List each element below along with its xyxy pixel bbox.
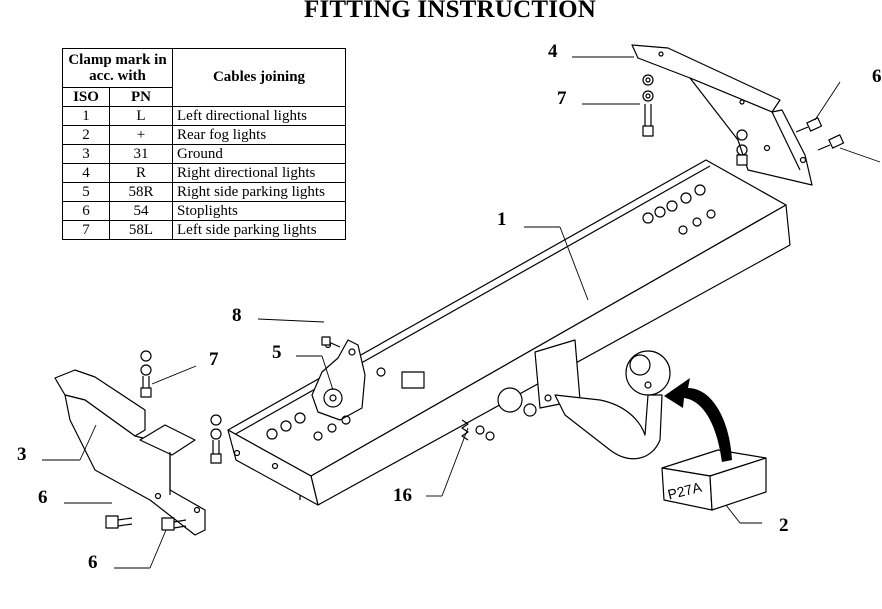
left-bracket bbox=[54, 369, 279, 536]
cable-table: Clamp mark in acc. with Cables joining I… bbox=[62, 48, 346, 240]
callout-7b: 7 bbox=[209, 349, 219, 370]
iso-cell: 7 bbox=[62, 220, 110, 240]
fasteners bbox=[105, 74, 845, 531]
callout-2: 2 bbox=[779, 515, 789, 536]
callout-3: 3 bbox=[17, 444, 27, 465]
leader-lines bbox=[42, 56, 881, 569]
header-pn: PN bbox=[109, 87, 173, 107]
desc-cell: Right directional lights bbox=[172, 163, 346, 183]
cross-beam bbox=[227, 159, 791, 506]
desc-cell: Left side parking lights bbox=[172, 220, 346, 240]
pn-cell: 58R bbox=[109, 182, 173, 202]
callout-6b: 6 bbox=[88, 552, 98, 573]
callout-5: 5 bbox=[272, 342, 282, 363]
socket-plate bbox=[311, 338, 425, 421]
page-title: FITTING INSTRUCTION bbox=[303, 0, 597, 23]
header-clamp: Clamp mark in acc. with bbox=[62, 48, 173, 88]
callout-7a: 7 bbox=[557, 88, 567, 109]
callout-1: 1 bbox=[497, 209, 507, 230]
desc-cell: Rear fog lights bbox=[172, 125, 346, 145]
callout-16: 16 bbox=[393, 485, 412, 506]
desc-cell: Right side parking lights bbox=[172, 182, 346, 202]
callout-6a: 6 bbox=[38, 487, 48, 508]
package-box bbox=[661, 449, 767, 511]
callout-6c: 6 bbox=[872, 66, 882, 87]
arrow-icon bbox=[664, 378, 732, 462]
pn-cell: 58L bbox=[109, 220, 173, 240]
callout-4: 4 bbox=[548, 41, 558, 62]
callout-8: 8 bbox=[232, 305, 242, 326]
tow-ball-assembly bbox=[497, 339, 671, 460]
right-bracket bbox=[631, 44, 813, 186]
table-row: 2+Rear fog lights bbox=[62, 125, 346, 145]
